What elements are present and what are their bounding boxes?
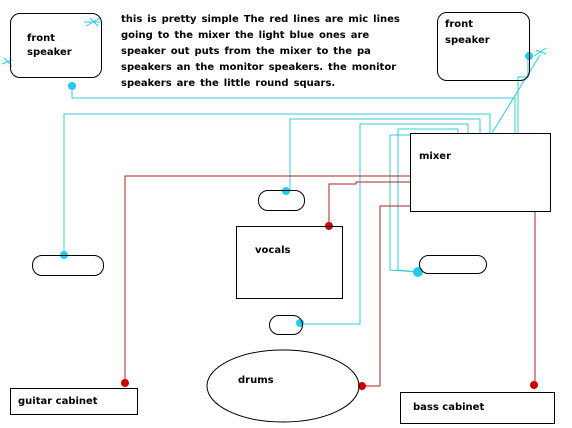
- note-line: speaker out puts from the mixer to the p…: [121, 46, 371, 57]
- speaker-line-right-top: [491, 54, 541, 134]
- mic-line-drums: [362, 205, 410, 387]
- front-speaker-right: [437, 12, 530, 81]
- monitor-speaker-right: [419, 255, 487, 274]
- mic-lines: [124, 175, 536, 387]
- sparkle-mark: [533, 47, 547, 57]
- mic-dot-drums: [358, 382, 366, 390]
- drums-label: drums: [238, 375, 274, 386]
- connection-dots: [60, 52, 538, 390]
- sparkle-mark: [535, 49, 547, 55]
- mixer-box: [410, 133, 551, 212]
- note-line: going to the mixer the light blue ones a…: [121, 30, 370, 41]
- front-speaker-right-label-2: speaker: [445, 35, 490, 46]
- mic-dot-guitar: [121, 379, 129, 387]
- speaker-dot-front-left: [68, 82, 76, 90]
- vocals-label: vocals: [255, 245, 291, 256]
- speaker-line-monitor-bottom: [300, 123, 469, 325]
- monitor-speaker-bottom: [269, 315, 303, 335]
- speaker-line-monitor-right-b: [389, 134, 419, 273]
- mic-line-guitar: [124, 175, 410, 383]
- speaker-line-monitor-left: [63, 113, 491, 254]
- drums-ellipse: [206, 349, 360, 423]
- vocals-box: [236, 226, 343, 299]
- front-speaker-left-label-2: speaker: [27, 47, 72, 58]
- front-speaker-left-label-1: front: [27, 33, 56, 44]
- note-line: this is pretty simple The red lines are …: [121, 14, 400, 25]
- mic-line-vocals: [328, 181, 410, 226]
- front-speaker-left: [10, 13, 102, 78]
- guitar-cabinet-box: [10, 388, 138, 415]
- bass-cabinet-box: [400, 392, 555, 424]
- front-speaker-right-label-1: front: [445, 19, 474, 30]
- note-line: speakers are the little round squars.: [121, 78, 336, 89]
- note-line: speakers an the monitor speakers. the mo…: [121, 62, 397, 73]
- description-note: this is pretty simple The red lines are …: [121, 12, 421, 92]
- speaker-line-front-left: [71, 86, 516, 133]
- speaker-dot-monitor-top: [282, 187, 290, 195]
- guitar-cabinet-label: guitar cabinet: [18, 396, 98, 407]
- monitor-speaker-top: [258, 190, 305, 211]
- bass-cabinet-label: bass cabinet: [413, 402, 485, 413]
- mixer-label: mixer: [419, 151, 452, 162]
- mic-dot-bass: [530, 381, 538, 389]
- monitor-speaker-left: [32, 255, 104, 276]
